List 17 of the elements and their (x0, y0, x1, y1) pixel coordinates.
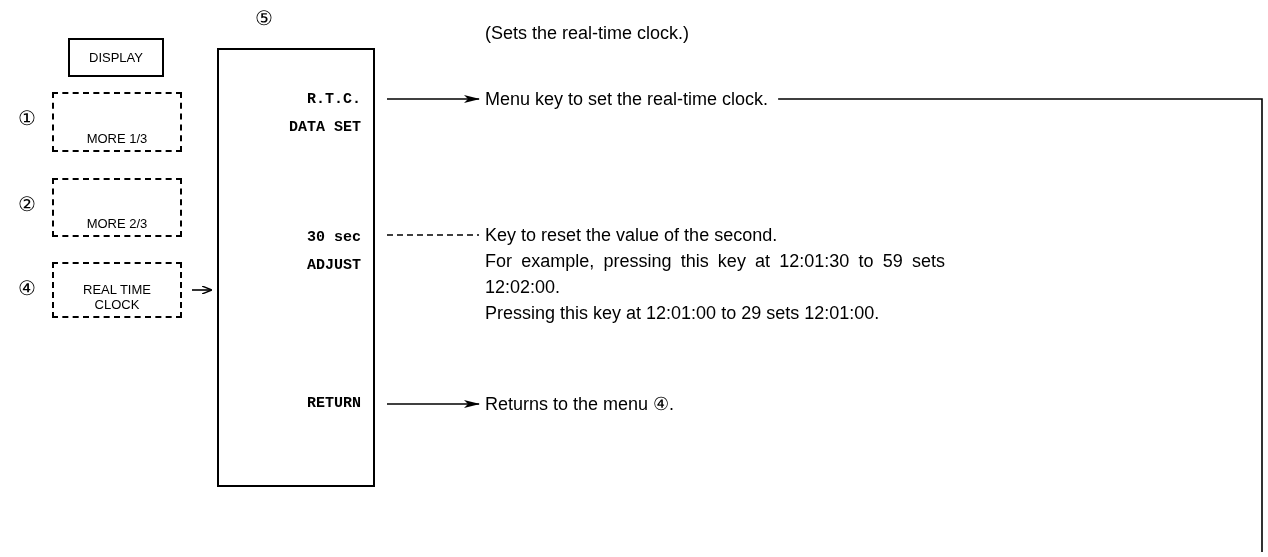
connector-line (777, 98, 1263, 553)
arrow (386, 95, 480, 103)
circled-number: ④ (18, 278, 36, 298)
description-text: Returns to the menu ④. (485, 391, 675, 417)
display-key-box: DISPLAY (68, 38, 164, 77)
description-text: Menu key to set the real-time clock. (485, 86, 769, 112)
menu-key-label: R.T.C. DATA SET (229, 86, 377, 142)
circled-number: ⑤ (255, 8, 273, 28)
menu-key-label: 30 sec ADJUST (229, 224, 377, 280)
connector-line (386, 234, 480, 236)
description-text: Key to reset the value of the second. For example, pressing this key at 12:01:30 to 59 sets 12:02:00. Pressing this key at 12:01:00 to 29 sets 12:01:00. (485, 222, 945, 326)
circled-number: ② (18, 194, 36, 214)
arrow (191, 285, 213, 295)
menu-key-label: RETURN (229, 390, 377, 420)
circled-number: ① (18, 108, 36, 128)
note-text: (Sets the real-time clock.) (485, 22, 690, 45)
arrow (386, 400, 480, 408)
